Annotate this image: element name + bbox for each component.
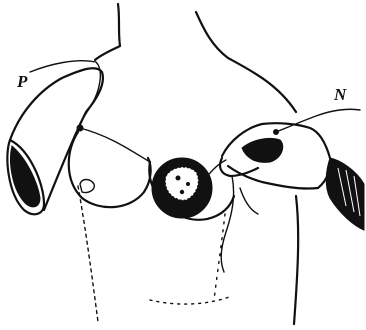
probe-thread — [206, 160, 226, 178]
left-breast — [69, 132, 151, 207]
torso-right-flank — [294, 196, 298, 324]
torso-abdomen-shading — [150, 296, 232, 304]
left-nipple — [80, 180, 94, 193]
chest-string — [80, 128, 150, 162]
probe-thread-lower — [221, 176, 233, 272]
torso-midline-shading — [214, 214, 225, 300]
sleeve-cuff — [326, 158, 364, 230]
torso-left-flank — [78, 186, 98, 322]
hand-shading — [242, 138, 283, 162]
electrode-n-knot — [274, 130, 279, 135]
lesion-spot-c — [180, 190, 184, 194]
lesion-spot-a — [176, 176, 181, 181]
dangling-thread — [240, 188, 258, 214]
wire-n — [276, 109, 360, 132]
torso-left-neck-line — [95, 4, 120, 60]
electrode-label-n: N — [334, 86, 346, 103]
torso-right-shoulder-line — [196, 12, 296, 112]
lesion-spot-b — [186, 182, 190, 186]
electrode-label-p: P — [17, 73, 27, 90]
